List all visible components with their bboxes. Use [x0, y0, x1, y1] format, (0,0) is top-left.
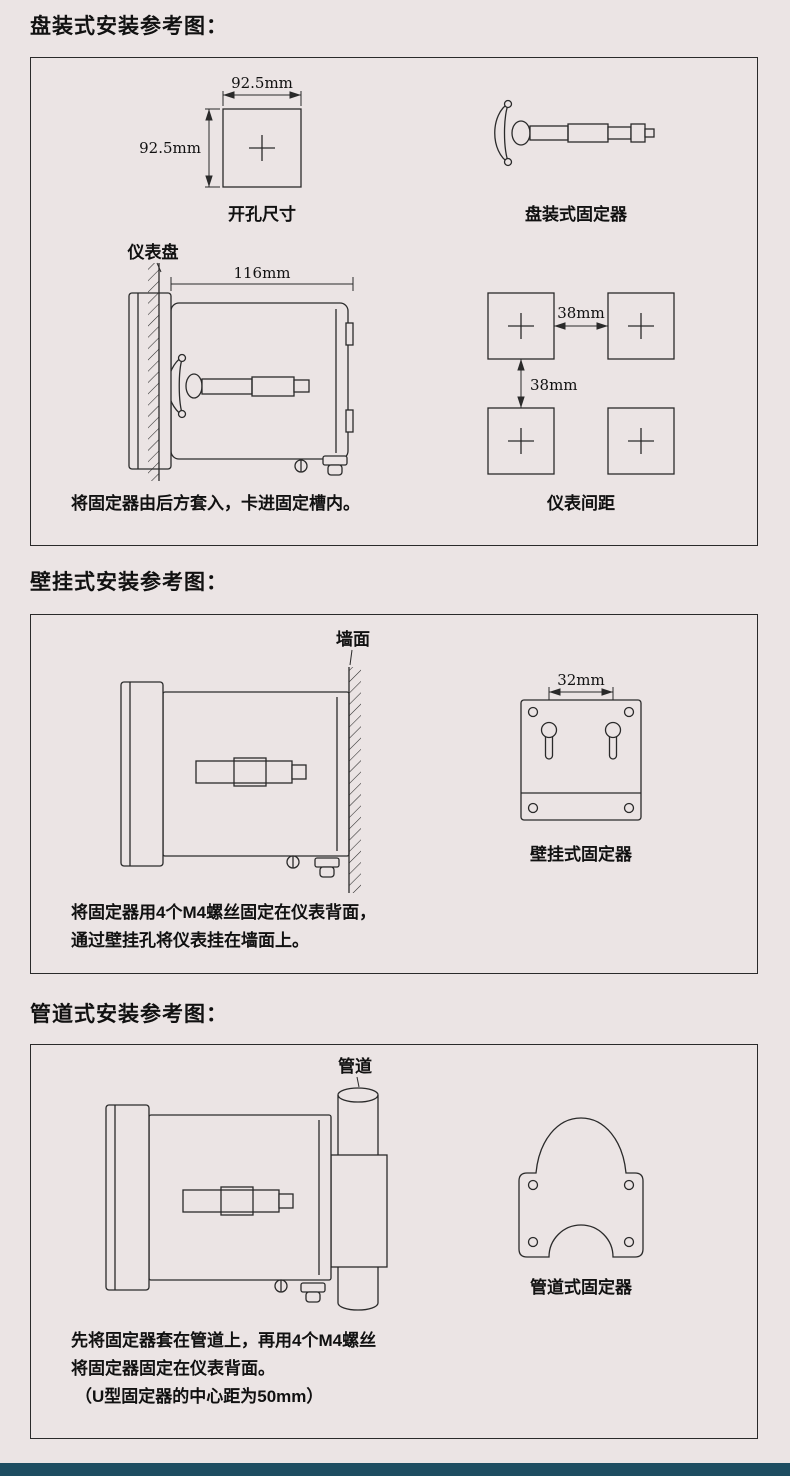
spacing-h-dim: 38mm [557, 304, 605, 322]
footer-bar [0, 1463, 790, 1476]
wall-surface-label: 墙面 [336, 629, 370, 649]
depth-dim: 116mm [233, 264, 290, 282]
pipe-install-diagram-box: 管道 先将固定器套在管道上，再用4个M4螺丝 将 [30, 1044, 758, 1439]
wall-install-diagram-box: 墙面 将固定器用4个M4螺丝固定在仪表背面， 通过壁挂孔将仪表挂在墙面上。 [30, 614, 758, 974]
panel-fixer-drawing: 盘装式固定器 [494, 99, 655, 224]
pipe-caption-line3: （U型固定器的中心距为50mm） [75, 1386, 323, 1406]
wall-caption-line1: 将固定器用4个M4螺丝固定在仪表背面， [71, 902, 376, 922]
pipe-caption-line1: 先将固定器套在管道上，再用4个M4螺丝 [71, 1330, 376, 1350]
pipe-install-svg: 管道 先将固定器套在管道上，再用4个M4螺丝 将 [71, 1056, 644, 1406]
cutout-label: 开孔尺寸 [228, 204, 296, 224]
pipe-caption-line2: 将固定器固定在仪表背面。 [71, 1358, 275, 1378]
pipe-surface-label: 管道 [338, 1056, 372, 1076]
wall-caption-line2: 通过壁挂孔将仪表挂在墙面上。 [71, 930, 309, 950]
wall-hole-dim: 32mm [557, 671, 605, 689]
pipe-fixer-label: 管道式固定器 [530, 1277, 633, 1297]
instrument-wall-side-view: 墙面 将固定器用4个M4螺丝固定在仪表背面， 通过壁挂孔将仪表挂在墙面上。 [71, 629, 376, 950]
spacing-label: 仪表间距 [546, 493, 615, 513]
wall-section-title: 壁挂式安装参考图： [30, 571, 228, 594]
instrument-pipe-side-view: 管道 先将固定器套在管道上，再用4个M4螺丝 将 [71, 1056, 388, 1406]
panel-fixer-label: 盘装式固定器 [525, 204, 628, 224]
wall-fixer-drawing: 32mm 壁挂式固定器 [520, 671, 642, 864]
wall-install-svg: 墙面 将固定器用4个M4螺丝固定在仪表背面， 通过壁挂孔将仪表挂在墙面上。 [71, 629, 642, 950]
spacing-v-dim: 38mm [530, 376, 578, 394]
panel-caption: 将固定器由后方套入，卡进固定槽内。 [71, 493, 360, 513]
spacing-drawing: 38mm 38mm 仪表间距 [487, 292, 675, 513]
panel-section-title: 盘装式安装参考图： [30, 15, 228, 38]
cutout-width-dim: 92.5mm [231, 74, 293, 92]
cutout-height-dim: 92.5mm [139, 139, 201, 157]
instrument-panel-side-view: 仪表盘 116mm [71, 242, 360, 513]
pipe-fixer-drawing: 管道式固定器 [518, 1117, 644, 1297]
panel-wall-label: 仪表盘 [127, 242, 179, 262]
wall-fixer-label: 壁挂式固定器 [530, 844, 633, 864]
panel-install-diagram-box: 92.5mm 92.5mm 开孔尺寸 盘装式固定器 [30, 57, 758, 546]
pipe-section-title: 管道式安装参考图： [30, 1003, 228, 1026]
cutout-drawing: 92.5mm 92.5mm 开孔尺寸 [139, 74, 302, 224]
panel-install-svg: 92.5mm 92.5mm 开孔尺寸 盘装式固定器 [71, 74, 675, 513]
